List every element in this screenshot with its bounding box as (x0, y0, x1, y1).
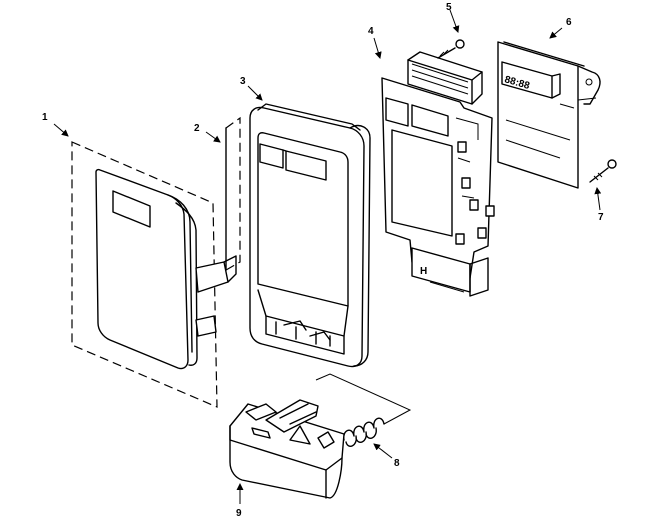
callout-9: 9 (236, 483, 244, 519)
callout-5-label: 5 (446, 2, 452, 13)
part-2-membrane (225, 116, 241, 271)
part-6-display-board: 88:88 (497, 41, 601, 189)
part-1-control-panel (71, 141, 237, 408)
callout-4: 4 (368, 26, 382, 59)
part-5-screw (437, 39, 465, 59)
callout-4-label: 4 (368, 26, 374, 37)
callout-3: 3 (240, 76, 263, 101)
callout-2: 2 (194, 123, 221, 143)
callout-6: 6 (549, 17, 572, 39)
callout-1: 1 (42, 112, 69, 137)
callout-8-label: 8 (394, 458, 400, 469)
part-3-housing (249, 103, 371, 368)
callout-8: 8 (373, 443, 400, 469)
part-7-screw (589, 159, 617, 183)
callout-9-label: 9 (236, 508, 242, 519)
callout-6-label: 6 (566, 17, 572, 28)
part-4-circuit-board: H (381, 51, 495, 297)
part-9-lever (229, 399, 345, 499)
callout-1-label: 1 (42, 112, 48, 123)
board-mark-text: H (420, 266, 427, 277)
callout-2-label: 2 (194, 123, 200, 134)
callout-7-label: 7 (598, 212, 604, 223)
callout-3-label: 3 (240, 76, 246, 87)
callout-7: 7 (594, 187, 604, 223)
part-8-spring (315, 373, 412, 447)
callout-5: 5 (446, 2, 460, 33)
